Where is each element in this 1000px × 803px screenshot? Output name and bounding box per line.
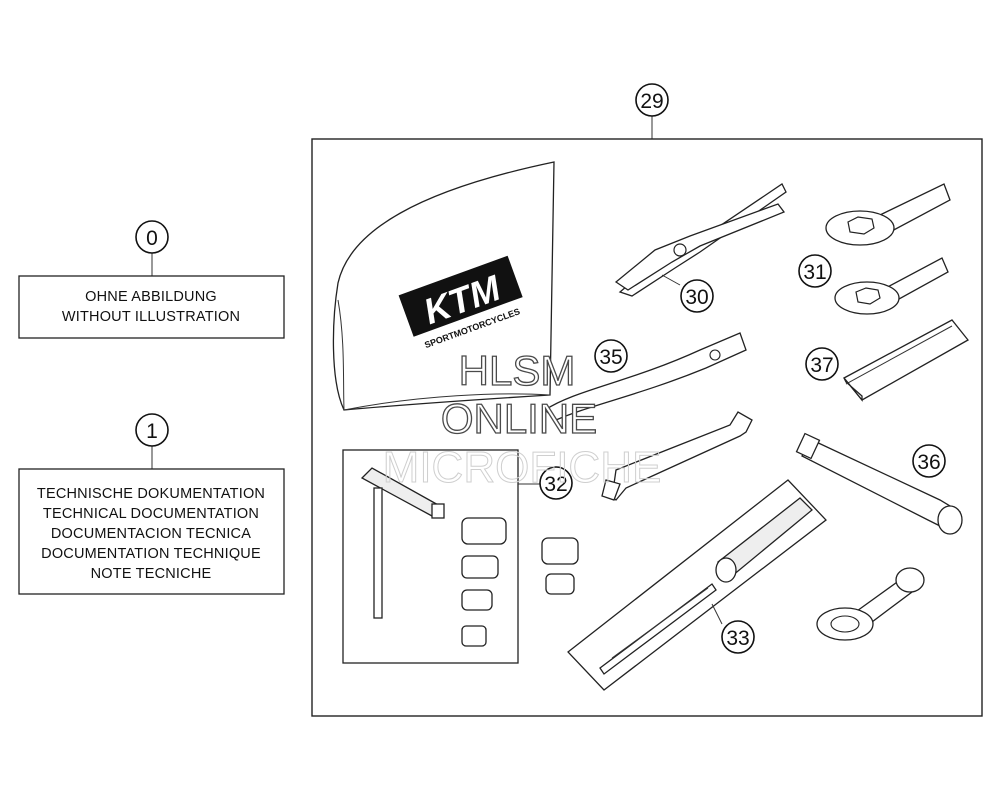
callout-31: 31: [798, 254, 832, 288]
callout-32-label: 32: [544, 473, 567, 496]
callout-37-label: 37: [810, 354, 833, 377]
no-illustration-box: OHNE ABBILDUNG WITHOUT ILLUSTRATION: [18, 275, 285, 339]
box1-line1: TECHNISCHE DOKUMENTATION: [37, 486, 265, 502]
watermark: MICROFICHE HLSM ONLINE: [382, 346, 662, 492]
callout-31-label: 31: [803, 261, 826, 284]
watermark-line2: ONLINE: [441, 395, 597, 442]
pliers: [614, 183, 787, 297]
callout-1: 1: [135, 413, 169, 469]
callout-32: 32: [539, 466, 573, 500]
callout-29-label: 29: [640, 90, 663, 113]
ring-wrench-large: [825, 183, 951, 246]
callout-0: 0: [135, 220, 169, 276]
box1-line5: NOTE TECNICHE: [91, 566, 212, 582]
profile-bar: [842, 319, 969, 402]
watermark-line1: HLSM: [459, 347, 576, 394]
ring-spanner: [816, 567, 925, 641]
callout-33-label: 33: [726, 627, 749, 650]
callout-36: 36: [912, 444, 946, 478]
box1-line2: TECHNICAL DOCUMENTATION: [43, 506, 259, 522]
box1-line4: DOCUMENTATION TECHNIQUE: [41, 546, 261, 562]
box0-line1: OHNE ABBILDUNG: [85, 289, 217, 305]
callout-30: 30: [661, 274, 714, 313]
callout-35-label: 35: [599, 346, 622, 369]
ring-wrench-small: [834, 257, 949, 315]
tool-kit-frame: [311, 138, 983, 717]
callout-36-label: 36: [917, 451, 940, 474]
socket-tube: [795, 432, 963, 535]
box0-line2: WITHOUT ILLUSTRATION: [62, 309, 240, 325]
callout-37: 37: [805, 347, 839, 381]
callout-35: 35: [594, 339, 628, 373]
hook-spanner: [543, 332, 747, 421]
callout-1-label: 1: [146, 420, 158, 443]
tool-pouch: KTM SPORTMOTORCYCLES: [332, 161, 555, 411]
callout-33: 33: [711, 603, 755, 654]
screwdriver-set: [567, 479, 827, 691]
loose-sockets: [541, 537, 579, 595]
callout-29: 29: [635, 83, 669, 139]
technical-documentation-box: TECHNISCHE DOKUMENTATION TECHNICAL DOCUM…: [18, 468, 285, 595]
box1-line3: DOCUMENTACION TECNICA: [51, 526, 251, 542]
open-end-wrench: [601, 411, 753, 501]
callout-30-label: 30: [685, 286, 708, 309]
callout-0-label: 0: [146, 227, 158, 250]
hex-key-set: [342, 449, 540, 664]
watermark-line3: MICROFICHE: [383, 443, 662, 492]
